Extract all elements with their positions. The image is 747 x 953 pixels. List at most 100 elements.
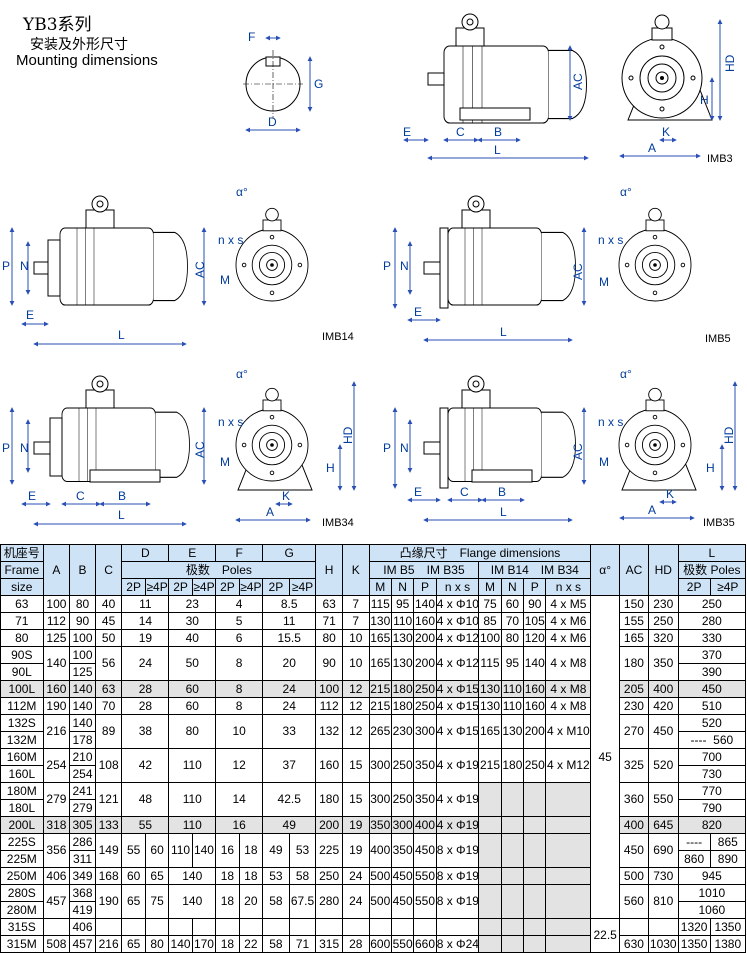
header-N: N [500, 578, 525, 596]
cell-C: 70 [94, 697, 123, 715]
cell-F-4p [238, 918, 264, 936]
header-P: P [413, 578, 437, 596]
cell-G-4p: 67.5 [288, 884, 317, 919]
header-HD: HD [647, 544, 679, 596]
cell-C: 45 [94, 612, 123, 630]
cell-B: 305 [69, 816, 96, 834]
cell-M: 215 [368, 697, 392, 715]
cell-E: 60 [168, 697, 217, 715]
cell-M2: 115 [478, 646, 502, 681]
cell-empty [545, 884, 592, 919]
header-4p: ≥4P [144, 578, 170, 596]
cell-P2: 90 [523, 595, 547, 613]
cell-F: 10 [215, 714, 264, 749]
cell-A [42, 918, 71, 936]
cell-AC: 155 [619, 612, 649, 630]
cell-nxs [435, 918, 480, 936]
cell-P2: 105 [523, 612, 547, 630]
cell-K: 15 [341, 782, 370, 817]
label-AC: AC [193, 441, 207, 458]
header-imb5: IM B5 IM B35 [368, 561, 480, 579]
cell-P: 350 [413, 748, 437, 783]
cell-empty [545, 782, 592, 817]
header-L: L [677, 544, 747, 562]
cell-H: 200 [315, 816, 343, 834]
header-F: F [215, 544, 264, 562]
cell-E-2p [168, 918, 193, 936]
label-H: H [326, 461, 335, 475]
cell-nxs: 4 x Φ15 [435, 714, 480, 749]
cell-frame: 112M [0, 697, 44, 715]
cell-F: 8 [215, 680, 264, 698]
cell-P2: 250 [523, 748, 547, 783]
cell-nxs2: 4 x M8 [545, 680, 592, 698]
cell-M2: 165 [478, 714, 502, 749]
cell-A: 216 [42, 714, 71, 749]
cell-nxs2: 4 x M5 [545, 595, 592, 613]
cell-empty [478, 935, 502, 953]
cell-empty [500, 884, 525, 919]
cell-frame: 63 [0, 595, 44, 613]
cell-H: 280 [315, 884, 343, 919]
header-C: C [94, 544, 123, 596]
table-row: 200L 318 305 133 55 110 16 49 200 19 350… [0, 816, 747, 834]
cell-HD [647, 918, 679, 936]
cell-M: 600 [368, 935, 392, 953]
cell-C: 149 [94, 833, 123, 868]
tag-imb34: IMB34 [322, 517, 354, 529]
label-K: K [662, 125, 670, 139]
table-row: 250M 406 349 168 60 65 140 18 18 53 58 2… [0, 867, 747, 885]
header-4p: ≥4P [191, 578, 217, 596]
cell-M2: 130 [478, 680, 502, 698]
cell-nxs: 4 x Φ15 [435, 680, 480, 698]
cell-M: 500 [368, 884, 392, 919]
cell-G-2p: 49 [262, 833, 290, 868]
cell-M: 265 [368, 714, 392, 749]
cell-nxs2: 4 x M8 [545, 697, 592, 715]
cell-A: 406 [42, 867, 71, 885]
cell-P: 200 [413, 646, 437, 681]
cell-nxs: 4 x Φ10 [435, 612, 480, 630]
cell-frame: 200L [0, 816, 44, 834]
cell-E-4p: 140 [191, 833, 217, 868]
cell-N: 230 [390, 714, 415, 749]
header-2p: 2P [215, 578, 240, 596]
imb3-front-drawing: HD H K A IMB3 [619, 14, 737, 165]
label-L: L [118, 508, 125, 522]
cell-G-4p: 53 [288, 833, 317, 868]
cell-P2: 160 [523, 697, 547, 715]
cell-D: 42 [121, 748, 170, 783]
cell-N2: 110 [500, 680, 525, 698]
label-HD: HD [341, 426, 355, 444]
cell-N: 130 [390, 646, 415, 681]
cell-H: 225 [315, 833, 343, 868]
cell-C [94, 918, 123, 936]
table-row: 80 125 100 50 19 40 6 15.5 80 10 165 130… [0, 629, 747, 647]
cell-F: 16 [215, 816, 264, 834]
label-E: E [28, 489, 36, 503]
cell-D-2p: 60 [121, 867, 146, 885]
cell-M2: 85 [478, 612, 502, 630]
header-D: D [121, 544, 170, 562]
cell-G: 11 [262, 612, 317, 630]
cell-E: 140 [168, 867, 217, 885]
cell-B: 406 [69, 918, 96, 936]
cell-empty [500, 867, 525, 885]
header-4p: ≥4P [709, 578, 747, 596]
cell-HD: 550 [647, 782, 679, 817]
label-E: E [26, 308, 34, 322]
cell-A: 140 [42, 646, 71, 681]
cell-N: 130 [390, 629, 415, 647]
cell-HD: 450 [647, 714, 679, 749]
cell-D: 24 [121, 646, 170, 681]
cell-K: 24 [341, 867, 370, 885]
cell-AC: 150 [619, 595, 649, 613]
label-A: A [648, 141, 656, 155]
cell-K: 19 [341, 816, 370, 834]
label-N: N [400, 441, 409, 455]
